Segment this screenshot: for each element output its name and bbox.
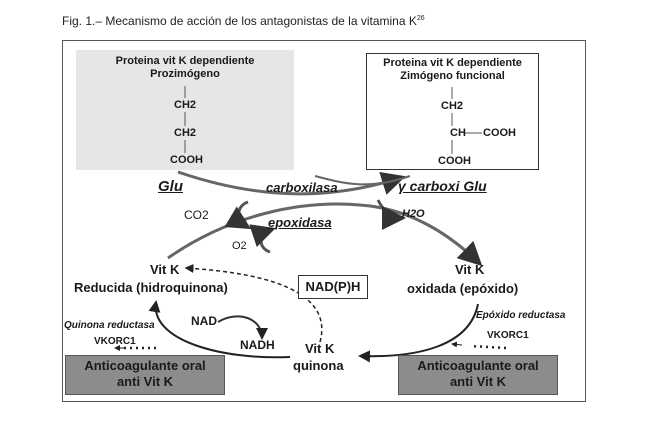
left-ch2-2: CH2 [174, 127, 197, 139]
epoxidasa-arrow [167, 202, 483, 267]
anticoagulante-left-line2: anti Vit K [116, 374, 174, 389]
left-box-title: Proteina vit K dependiente [115, 55, 255, 67]
vitk-oxidada-title: Vit K [455, 262, 485, 277]
vkorc1-right-label: VKORC1 [487, 330, 529, 341]
left-cooh: COOH [170, 154, 203, 166]
inhibition-dots-right [469, 344, 507, 350]
epoxido-reductasa-arrow [358, 303, 479, 363]
right-cooh: COOH [438, 155, 471, 167]
quinona-reductasa-label: Quinona reductasa [64, 320, 155, 331]
right-box-subtitle: Zimógeno funcional [400, 70, 505, 82]
co2-arrow [224, 200, 252, 230]
epoxidasa-label: epoxidasa [268, 215, 332, 230]
o2-label: O2 [232, 240, 247, 252]
figure-caption: Fig. 1.– Mecanismo de acción de los anta… [62, 14, 425, 28]
vitk-reducida-subtitle: Reducida (hidroquinona) [74, 280, 228, 295]
right-cooh-side: COOH [483, 127, 516, 139]
right-box-title: Proteina vit K dependiente [383, 57, 522, 69]
vitk-reducida-title: Vit K [150, 262, 180, 277]
h2o-arrow [376, 199, 406, 230]
left-box-subtitle: Prozimógeno [150, 68, 220, 80]
glu-label: Glu [158, 178, 183, 195]
nadph-box: NAD(P)H [298, 275, 368, 299]
left-ch2-1: CH2 [174, 99, 197, 111]
o2-arrow [249, 224, 276, 254]
vitk-quinona-title: Vit K [305, 341, 335, 356]
diagram-frame [62, 40, 586, 402]
co2-label: CO2 [184, 208, 209, 222]
right-ch: CH [450, 127, 466, 139]
gamma-carboxi-glu-label: γ carboxi Glu [398, 178, 487, 194]
anticoagulante-right-line1: Anticoagulante oral [417, 358, 539, 373]
nadh-label: NADH [240, 338, 275, 352]
vkorc1-left-label: VKORC1 [94, 336, 136, 347]
nad-label: NAD [191, 314, 217, 328]
anticoagulante-box-right: Anticoagulante oral anti Vit K [398, 355, 558, 395]
inhibition-arrowhead-right [451, 341, 463, 348]
anticoagulante-right-line2: anti Vit K [449, 374, 507, 389]
vitk-oxidada-subtitle: oxidada (epóxido) [407, 281, 519, 296]
epoxido-reductasa-label: Epóxido reductasa [476, 310, 566, 321]
vitk-quinona-subtitle: quinona [293, 358, 344, 373]
anticoagulante-left-line1: Anticoagulante oral [84, 358, 206, 373]
carboxilasa-label: carboxilasa [266, 180, 338, 195]
quinona-reductasa-arrow [148, 300, 291, 359]
carboxilasa-arc-right [314, 175, 411, 186]
nad-arrow [217, 315, 268, 340]
h2o-label: H2O [402, 208, 425, 220]
anticoagulante-box-left: Anticoagulante oral anti Vit K [65, 355, 225, 395]
right-ch2: CH2 [441, 100, 464, 112]
carboxilasa-arrow [177, 170, 406, 196]
